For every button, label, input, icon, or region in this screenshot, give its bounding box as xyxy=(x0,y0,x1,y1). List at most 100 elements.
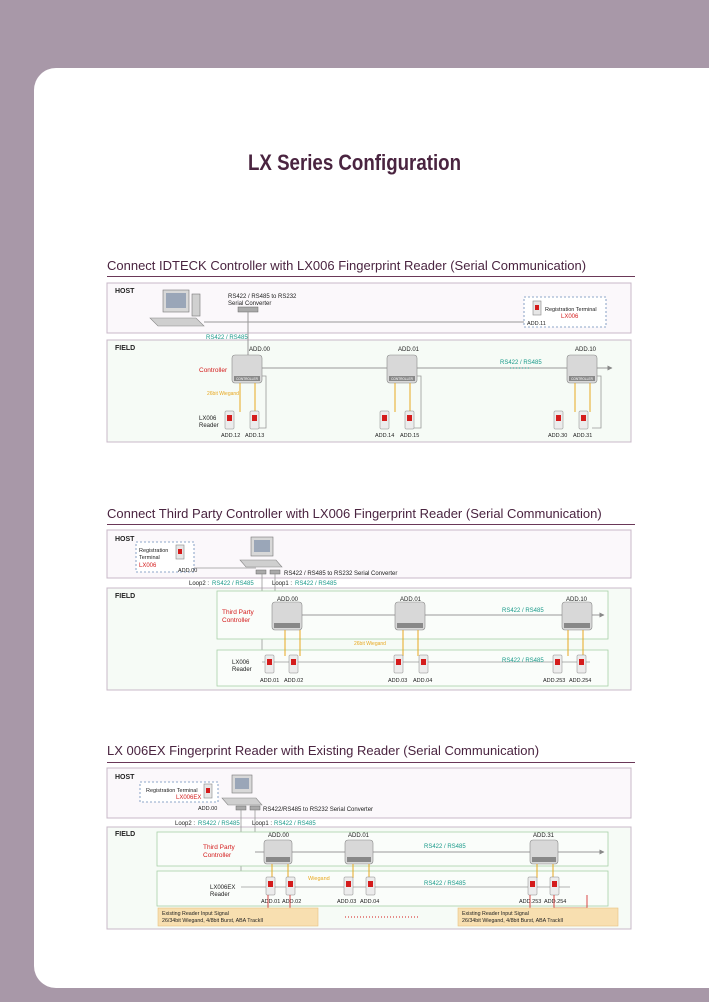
reader-label-2: Reader xyxy=(199,423,219,429)
reader-address: ADD.13 xyxy=(245,433,264,439)
converter-label: RS422/RS485 to RS232 Serial Converter xyxy=(263,807,373,813)
reader-address: ADD.04 xyxy=(360,899,379,905)
reader-icon xyxy=(553,410,564,430)
reader-icon xyxy=(264,654,275,674)
host-label: HOST xyxy=(115,774,135,781)
registration-model: LX006EX xyxy=(176,795,201,801)
host-computer-icon xyxy=(239,536,283,568)
registration-terminal-label: Registration Terminal xyxy=(545,307,597,313)
field-panel xyxy=(106,339,632,443)
controller-label-2: Controller xyxy=(203,852,232,859)
section-2-title: Connect Third Party Controller with LX00… xyxy=(107,506,602,521)
loop2-prefix: Loop2 : xyxy=(175,821,195,827)
controller: CONTROLLER xyxy=(231,354,263,384)
section-2-rule xyxy=(107,524,635,525)
existing-signal-title: Existing Reader Input Signal xyxy=(162,911,229,917)
reader-icon xyxy=(418,654,429,674)
reader-label-1: LX006 xyxy=(199,416,217,422)
controller-label: Controller xyxy=(199,367,228,374)
registration-terminal-label-1: Registration xyxy=(139,548,168,554)
reader-icon xyxy=(365,876,376,896)
registration-address: ADD.00 xyxy=(178,568,197,574)
reader-address: ADD.12 xyxy=(221,433,240,439)
controller xyxy=(344,839,374,865)
existing-signal-box xyxy=(457,907,619,927)
controller-label-2: Controller xyxy=(222,617,251,624)
registration-terminal-box xyxy=(135,541,195,573)
reader-icon xyxy=(288,654,299,674)
controller-address: ADD.10 xyxy=(575,347,597,353)
controller xyxy=(394,601,426,631)
controller-chip-label: CONTROLLER xyxy=(391,377,413,381)
host-label: HOST xyxy=(115,288,135,295)
registration-address: ADD.11 xyxy=(527,321,546,327)
serial-converter-icon xyxy=(269,569,281,575)
loop1-value: RS422 / RS485 xyxy=(274,821,316,827)
controller xyxy=(529,839,559,865)
host-computer-icon xyxy=(221,774,263,806)
reader-address: ADD.254 xyxy=(544,899,566,905)
controller: CONTROLLER xyxy=(386,354,418,384)
reader-icon xyxy=(549,876,560,896)
reader-icon xyxy=(224,410,235,430)
controller-address: ADD.10 xyxy=(566,597,588,603)
converter-label-2: Serial Converter xyxy=(228,301,271,307)
reader-bus-label: RS422 / RS485 xyxy=(424,881,466,887)
section-3-diagram: HOST FIELD Registration Terminal LX006EX… xyxy=(106,767,632,930)
reader-address: ADD.02 xyxy=(284,678,303,684)
existing-signal-detail: 26/34bit Wiegand, 4/8bit Burst, ABA Trac… xyxy=(162,918,263,924)
reader-address: ADD.15 xyxy=(400,433,419,439)
bus-label: RS422 / RS485 xyxy=(206,335,248,341)
reader-icon xyxy=(379,410,390,430)
controller-label-1: Third Party xyxy=(222,609,255,616)
wiegand-label: Wiegand xyxy=(308,876,330,882)
serial-converter-icon xyxy=(235,805,247,811)
converter-label-1: RS422 / RS485 to RS232 xyxy=(228,294,297,300)
reader-address: ADD.03 xyxy=(388,678,407,684)
serial-converter-icon xyxy=(255,569,267,575)
controller xyxy=(271,601,303,631)
controller-address: ADD.00 xyxy=(277,597,299,603)
page-title: LX Series Configuration xyxy=(247,150,462,175)
reader-label-1: LX006EX xyxy=(210,885,235,891)
reader-icon xyxy=(343,876,354,896)
controller-address: ADD.01 xyxy=(398,347,420,353)
section-3-title: LX 006EX Fingerprint Reader with Existin… xyxy=(107,743,540,758)
controller-chip-label: CONTROLLER xyxy=(236,377,258,381)
host-label: HOST xyxy=(115,536,135,543)
reader-address: ADD.01 xyxy=(260,678,279,684)
registration-model: LX006 xyxy=(561,314,579,320)
existing-signal-title: Existing Reader Input Signal xyxy=(462,911,529,917)
controller-label-1: Third Party xyxy=(203,844,236,851)
reader-icon xyxy=(527,876,538,896)
reader-icon xyxy=(404,410,415,430)
reader-label-1: LX006 xyxy=(232,660,250,666)
reader-address: ADD.04 xyxy=(413,678,432,684)
controller: CONTROLLER xyxy=(566,354,598,384)
registration-terminal-label: Registration Terminal xyxy=(146,788,198,794)
registration-terminal-label-2: Terminal xyxy=(139,555,160,561)
controller xyxy=(263,839,293,865)
serial-converter-icon xyxy=(237,306,259,313)
loop2-value: RS422 / RS485 xyxy=(212,581,254,587)
existing-signal-box xyxy=(157,907,319,927)
reader-label-2: Reader xyxy=(232,667,252,673)
controller-bus-label: RS422 / RS485 xyxy=(424,844,466,850)
reader-icon xyxy=(576,654,587,674)
reader-icon xyxy=(265,876,276,896)
reader-address: ADD.03 xyxy=(337,899,356,905)
reader-address: ADD.31 xyxy=(573,433,592,439)
controller-address: ADD.01 xyxy=(348,833,370,839)
reader-icon xyxy=(393,654,404,674)
loop2-prefix: Loop2 : xyxy=(189,581,209,587)
controller xyxy=(561,601,593,631)
converter-label: RS422 / RS485 to RS232 Serial Converter xyxy=(284,571,397,577)
registration-terminal-box xyxy=(139,781,219,803)
controller-address: ADD.00 xyxy=(268,833,290,839)
loop1-prefix: Loop1 : xyxy=(272,581,292,587)
controller-address: ADD.00 xyxy=(249,347,271,353)
reader-address: ADD.254 xyxy=(569,678,591,684)
reader-address: ADD.01 xyxy=(261,899,280,905)
wiegand-label: 26bit Wiegand xyxy=(354,641,386,647)
